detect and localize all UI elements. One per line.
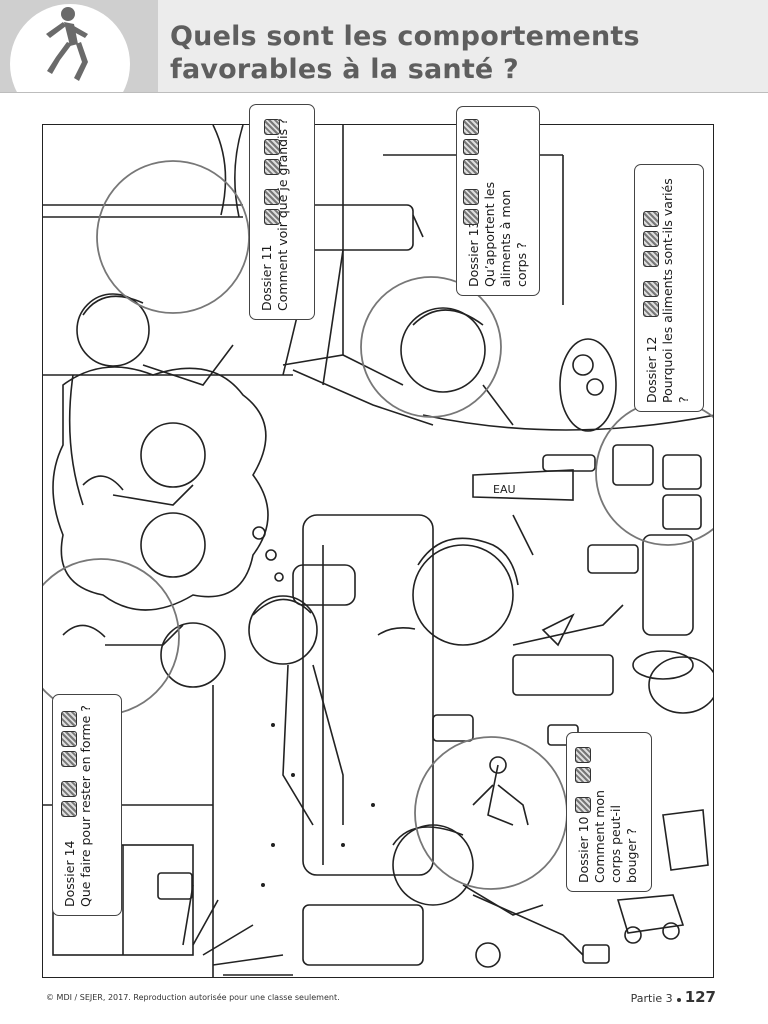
window-frame xyxy=(43,125,244,218)
dossier-12-callout[interactable]: Dossier 12 Pourquoi les aliments sont-il… xyxy=(634,164,704,412)
ladybug-icon xyxy=(643,251,659,267)
dossier-11-callout[interactable]: Dossier 11 Comment voir que je grandis ? xyxy=(249,104,315,320)
sleeping-boy xyxy=(248,564,356,826)
plant xyxy=(157,872,293,976)
part-label: Partie 3 xyxy=(630,992,673,1005)
ladybug-icon xyxy=(61,751,77,767)
chapter-tab xyxy=(0,0,158,92)
ladybug-icon xyxy=(61,801,77,817)
runner-icon xyxy=(46,7,88,81)
dossier-14-difficulty xyxy=(61,711,77,817)
dossier-13-question: Qu’apportent les aliments à mon corps ? xyxy=(482,181,529,287)
food-table: EAU xyxy=(422,414,713,714)
ladybug-icon xyxy=(643,231,659,247)
girl-figure xyxy=(377,514,624,696)
page-number-box: Partie 3 127 xyxy=(631,988,716,1006)
floor-dots xyxy=(261,723,375,887)
ladybug-icon xyxy=(643,301,659,317)
page-header: Quels sont les comportements favorables … xyxy=(0,0,768,93)
ladybug-icon xyxy=(264,209,280,225)
title-line-2: favorables à la santé ? xyxy=(170,54,519,85)
ladybug-icon xyxy=(463,119,479,135)
adult-figure xyxy=(68,293,234,506)
ladybug-icon xyxy=(264,139,280,155)
ladybug-icon xyxy=(264,159,280,175)
ladybug-icon xyxy=(264,189,280,205)
ladybug-icon xyxy=(643,211,659,227)
title-line-1: Quels sont les comportements xyxy=(170,21,640,52)
separator-dot-icon xyxy=(676,998,681,1002)
boy-with-toy xyxy=(302,824,584,966)
ladybug-icon xyxy=(575,797,591,813)
dossier-10-callout[interactable]: Dossier 10 Comment mon corps peut-il bou… xyxy=(566,732,652,892)
dossier-13-difficulty xyxy=(463,119,479,225)
dream-bubble xyxy=(52,366,284,688)
dossier-13-callout[interactable]: Dossier 13 Qu’apportent les aliments à m… xyxy=(456,106,540,296)
ladybug-icon xyxy=(61,781,77,797)
zoom-circle-food xyxy=(360,276,502,418)
copyright-notice: © MDI / SEJER, 2017. Reproduction autori… xyxy=(46,993,340,1002)
water-bottle-label: EAU xyxy=(493,483,516,496)
chef-child xyxy=(282,307,617,432)
sofa xyxy=(302,514,434,876)
ladybug-icon xyxy=(463,139,479,155)
dossier-10-question: Comment mon corps peut-il bouger ? xyxy=(592,790,639,883)
ladybug-icon xyxy=(463,209,479,225)
ladybug-icon xyxy=(463,189,479,205)
dossier-12-question: Pourquoi les aliments sont-ils variés ? xyxy=(660,178,691,403)
ladybug-icon xyxy=(61,731,77,747)
dossier-11-difficulty xyxy=(264,119,280,225)
dossier-12-difficulty xyxy=(643,211,659,317)
dossier-14-callout[interactable]: Dossier 14 Que faire pour rester en form… xyxy=(52,694,122,916)
ladybug-icon xyxy=(264,119,280,135)
ladybug-icon xyxy=(575,767,591,783)
ladybug-icon xyxy=(643,281,659,297)
dossier-14-question: Que faire pour rester en forme ? xyxy=(78,705,93,907)
ladybug-icon xyxy=(463,159,479,175)
page-title: Quels sont les comportements favorables … xyxy=(170,20,730,86)
ladybug-icon xyxy=(575,747,591,763)
ladybug-icon xyxy=(61,711,77,727)
page-number: 127 xyxy=(684,988,716,1006)
dossier-10-difficulty xyxy=(575,747,591,813)
